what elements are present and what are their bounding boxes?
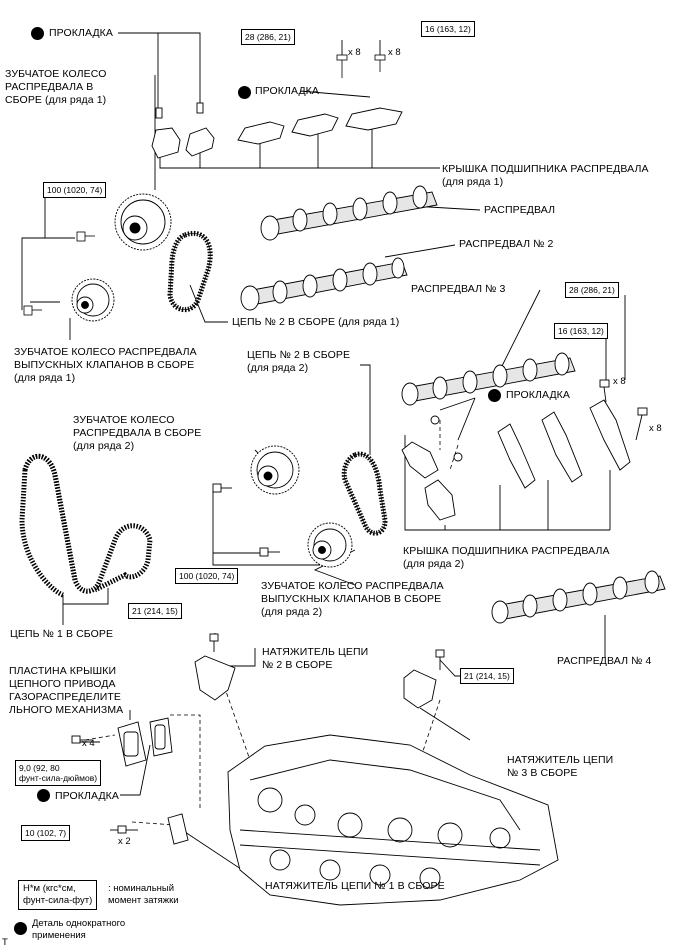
tensioner2-part: [194, 633, 236, 701]
chain2-bank2: [341, 451, 388, 536]
legend-nonreuse: Деталь однократного применения: [32, 918, 126, 941]
qty-right-b: x 8: [649, 423, 662, 434]
qty-tensioner1: x 2: [118, 836, 131, 847]
sprocket-bank2: [212, 445, 300, 495]
torque-spec-28-right: 28 (286, 21): [565, 282, 619, 298]
exhaust-sprocket-bank1: [71, 278, 115, 322]
corner-mark: T: [2, 937, 8, 948]
qty-top-a: x 8: [348, 47, 361, 58]
torque-spec-21-right: 21 (214, 15): [460, 668, 514, 684]
qty-plate: x 4: [82, 738, 95, 749]
tensioner3-part: [403, 649, 445, 709]
label-camshaft-2: РАСПРЕДВАЛ № 2: [459, 238, 554, 250]
label-cam-sprocket-bank1: ЗУБЧАТОЕ КОЛЕСО РАСПРЕДВАЛА В СБОРЕ (для…: [5, 68, 107, 106]
legend-unit-box: Н*м (кгс*см, фунт-сила-фут): [18, 880, 98, 910]
label-chain2-bank1: ЦЕПЬ № 2 В СБОРЕ (для ряда 1): [232, 316, 400, 328]
cover-plate-part: [71, 717, 173, 767]
label-bearing-cap-bank2: КРЫШКА ПОДШИПНИКА РАСПРЕДВАЛА (для ряда …: [403, 545, 610, 570]
bolts-top: [23, 54, 386, 316]
torque-spec-28-top: 28 (286, 21): [241, 29, 295, 45]
label-cover-plate: ПЛАСТИНА КРЫШКИ ЦЕПНОГО ПРИВОДА ГАЗОРАСП…: [9, 665, 124, 716]
label-camshaft: РАСПРЕДВАЛ: [484, 204, 556, 216]
qty-right-a: x 8: [613, 376, 626, 387]
label-camshaft-4: РАСПРЕДВАЛ № 4: [557, 655, 652, 667]
nonreuse-dot-icon: [238, 86, 251, 99]
sprocket-bank1: [114, 193, 172, 251]
torque-spec-21-left: 21 (214, 15): [128, 603, 182, 619]
qty-top-b: x 8: [388, 47, 401, 58]
nonreuse-dot-icon: [14, 922, 27, 935]
label-exhaust-sprocket-bank2: ЗУБЧАТОЕ КОЛЕСО РАСПРЕДВАЛА ВЫПУСКНЫХ КЛ…: [261, 580, 444, 618]
torque-spec-10: 10 (102, 7): [21, 825, 71, 841]
bearing-caps-bank1: [151, 102, 403, 159]
label-camshaft-3: РАСПРЕДВАЛ № 3: [411, 283, 506, 295]
label-gasket-top: ПРОКЛАДКА: [49, 27, 113, 39]
camshaft-4: [491, 570, 666, 624]
label-exhaust-sprocket-bank1: ЗУБЧАТОЕ КОЛЕСО РАСПРЕДВАЛА ВЫПУСКНЫХ КЛ…: [14, 346, 197, 384]
label-tensioner1: НАТЯЖИТЕЛЬ ЦЕПИ № 1 В СБОРЕ: [265, 880, 445, 892]
label-cam-sprocket-bank2: ЗУБЧАТОЕ КОЛЕСО РАСПРЕДВАЛА В СБОРЕ (для…: [73, 414, 202, 452]
bearing-caps-bank2: [401, 379, 648, 521]
nonreuse-dot-icon: [31, 27, 44, 40]
label-gasket-bottom: ПРОКЛАДКА: [55, 790, 119, 802]
label-gasket-mid: ПРОКЛАДКА: [255, 85, 319, 97]
nonreuse-dot-icon: [37, 789, 50, 802]
torque-spec-100-top: 100 (1020, 74): [43, 182, 107, 198]
label-bearing-cap-bank1: КРЫШКА ПОДШИПНИКА РАСПРЕДВАЛА (для ряда …: [442, 163, 649, 188]
label-gasket-right: ПРОКЛАДКА: [506, 389, 570, 401]
exhaust-sprocket-bank2: [259, 522, 353, 568]
cylinder-head: [227, 734, 559, 906]
camshaft-3: [401, 352, 576, 406]
label-tensioner3: НАТЯЖИТЕЛЬ ЦЕПИ № 3 В СБОРЕ: [507, 754, 614, 779]
label-tensioner2: НАТЯЖИТЕЛЬ ЦЕПИ № 2 В СБОРЕ: [262, 646, 369, 671]
torque-spec-9: 9,0 (92, 80 фунт-сила-дюймов): [15, 760, 102, 786]
camshaft-1: [260, 185, 438, 241]
legend-unit-desc: : номинальный момент затяжки: [108, 883, 179, 906]
torque-spec-100-mid: 100 (1020, 74): [175, 568, 239, 584]
camshaft-2: [240, 257, 408, 311]
chain1: [22, 453, 153, 594]
tensioner1-part: [117, 813, 189, 845]
torque-spec-16-right: 16 (163, 12): [554, 323, 608, 339]
nonreuse-dot-icon: [488, 389, 501, 402]
label-chain2-bank2: ЦЕПЬ № 2 В СБОРЕ (для ряда 2): [247, 349, 351, 374]
torque-spec-16-top: 16 (163, 12): [421, 21, 475, 37]
label-chain1: ЦЕПЬ № 1 В СБОРЕ: [10, 628, 114, 640]
